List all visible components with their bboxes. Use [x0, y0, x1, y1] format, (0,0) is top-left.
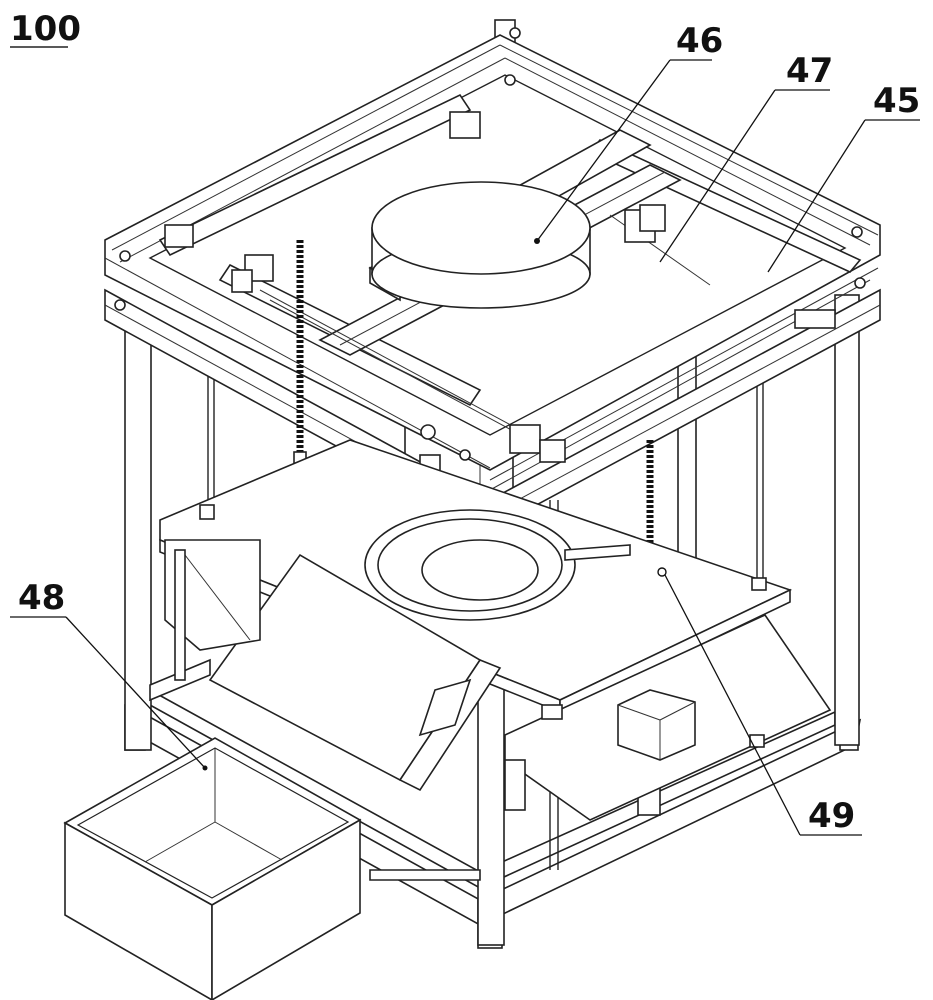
chute — [164, 539, 502, 792]
figure-number-label: 100 — [10, 9, 81, 49]
callout-label-48: 48 — [18, 578, 65, 618]
callout-48: 48 — [10, 578, 206, 769]
callout-47: 47 — [659, 51, 833, 263]
callout-49: 49 — [664, 574, 862, 836]
collection-box — [63, 737, 362, 1000]
top-disk — [371, 181, 591, 309]
lower-supports — [174, 549, 526, 881]
callout-label-49: 49 — [808, 796, 855, 836]
callout-label-47: 47 — [786, 51, 833, 91]
callout-label-45: 45 — [873, 81, 920, 121]
callout-46: 46 — [536, 21, 723, 242]
small-bin — [617, 689, 696, 761]
callout-45: 45 — [767, 81, 920, 273]
callout-label-46: 46 — [676, 21, 723, 61]
corner-posts — [124, 19, 860, 946]
